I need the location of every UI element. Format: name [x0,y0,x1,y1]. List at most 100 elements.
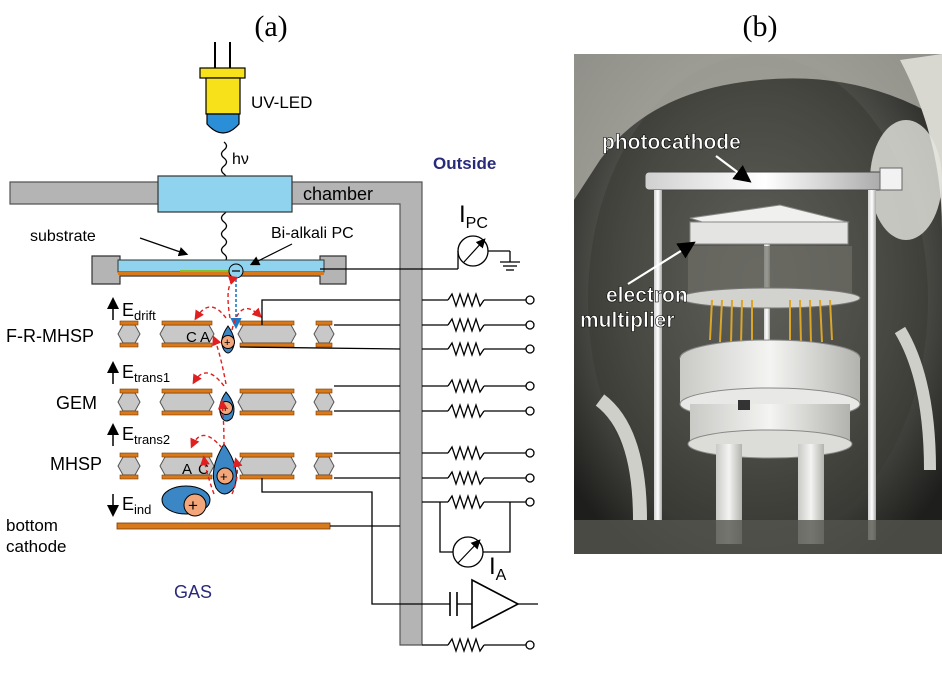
gem-plate-segment [313,392,335,412]
ipc-label: IPC [459,201,488,232]
gem-bottom-electrode [119,410,139,416]
resistor-icon [447,469,485,487]
svg-text:Edrift: Edrift [122,300,156,323]
frmhsp-bottom-electrode [119,342,139,348]
mhsp-bottom-electrode [315,474,333,480]
terminal-icon[interactable] [525,320,535,330]
mhsp-top-electrode [239,452,295,458]
edrift-label: Edrift [107,297,156,323]
gas-label: GAS [174,582,212,602]
panel-label-b: (b) [743,10,778,43]
frmhsp-cathode-label: C [186,329,197,346]
mhsp-bottom-electrode [239,474,295,480]
terminal-icon[interactable] [525,381,535,391]
terminal-icon[interactable] [525,295,535,305]
uv-led-label: UV-LED [251,93,312,112]
bialkali-arrow [249,243,293,266]
mhsp-top-electrode [161,452,213,458]
frmhsp-bottom-electrode [315,342,333,348]
chamber-window [157,175,293,213]
gem-bottom-electrode [315,410,333,416]
substrate-label: substrate [30,228,96,245]
mhsp-label: MHSP [50,454,102,474]
panel-label-a: (a) [254,10,287,43]
resistor-icon [447,493,485,511]
gem-top-electrode [119,388,139,394]
avalanche-mhsp: + [212,443,237,495]
gem-plate-segment [117,392,141,412]
gem-bottom-electrode [161,410,213,416]
frmhsp-label: F-R-MHSP [6,326,94,346]
electron-label: electron [606,284,688,307]
etrans2-label: Etrans2 [107,423,170,447]
frmhsp-top-electrode [161,320,213,326]
etrans1-label: Etrans1 [107,361,170,385]
frmhsp-bottom-electrode [161,342,213,348]
frmhsp-plate-segment [117,324,141,344]
chamber-wall [9,181,423,646]
ia-label: IA [489,553,507,584]
terminal-icon[interactable] [525,448,535,458]
mhsp-cathode-label: C [198,461,209,478]
svg-text:+: + [220,469,228,484]
multiplier-arrow [627,241,696,285]
multiplier-label: multiplier [580,309,675,332]
cathode-label: cathode [6,537,67,556]
schematic-panel: UV-LED hν Outside chamber substrate Bi-a… [6,42,538,654]
terminal-icon[interactable] [525,406,535,416]
resistor-icon [447,291,485,309]
mhsp-top-electrode [119,452,139,458]
gem-top-electrode [161,388,213,394]
gem-bottom-electrode [239,410,295,416]
frmhsp-top-electrode [315,320,333,326]
svg-text:+: + [188,496,198,515]
multiplier-stack [689,221,849,245]
ion-backflow-paths [190,275,262,495]
frmhsp-plate-segment [313,324,335,344]
gem-top-electrode [239,388,295,394]
avalanche-induction: + [161,485,211,517]
terminal-icon[interactable] [525,640,535,650]
gem-plate-segment [237,392,297,412]
frmhsp-top-electrode [119,320,139,326]
photo-panel: photocathode electron multiplier [574,54,942,554]
frmhsp-plate-segment [237,324,297,344]
svg-text:Etrans2: Etrans2 [122,424,170,447]
gem-plate-segment [159,392,215,412]
photocathode-label: photocathode [602,131,741,154]
uv-led-icon [199,42,246,134]
gem-label: GEM [56,393,97,413]
amplifier-icon [400,578,538,630]
svg-text:Etrans1: Etrans1 [122,362,170,385]
terminal-icon[interactable] [525,473,535,483]
svg-text:+: + [224,337,230,349]
outside-label: Outside [433,154,496,173]
terminal-icon[interactable] [525,344,535,354]
mhsp-plate-segment [237,456,297,476]
photocathode-holder [91,255,347,285]
eind-label: Eind [107,494,151,517]
mhsp-anode-label: A [182,461,192,478]
photocathode-arrow [715,155,752,183]
mhsp-top-electrode [315,452,333,458]
hv-label: hν [232,151,249,168]
multiplier-plates [117,320,335,480]
terminal-icon[interactable] [525,497,535,507]
avalanche-gem: + [219,391,235,422]
bottom-cathode [116,522,331,530]
mhsp-plate-segment [117,456,141,476]
mhsp-bottom-electrode [161,474,213,480]
resistor-icon [447,340,485,358]
avalanche-frmhsp: + [221,325,235,354]
photocathode-ring [644,171,886,191]
substrate-arrow [139,237,189,257]
bias-wiring [239,291,535,654]
resistor-icon [447,636,485,654]
mhsp-plate-segment [313,456,335,476]
mhsp-bottom-electrode [119,474,139,480]
frmhsp-bottom-electrode [239,342,295,348]
bottom-label: bottom [6,516,58,535]
gem-top-electrode [315,388,333,394]
resistor-icon [447,316,485,334]
